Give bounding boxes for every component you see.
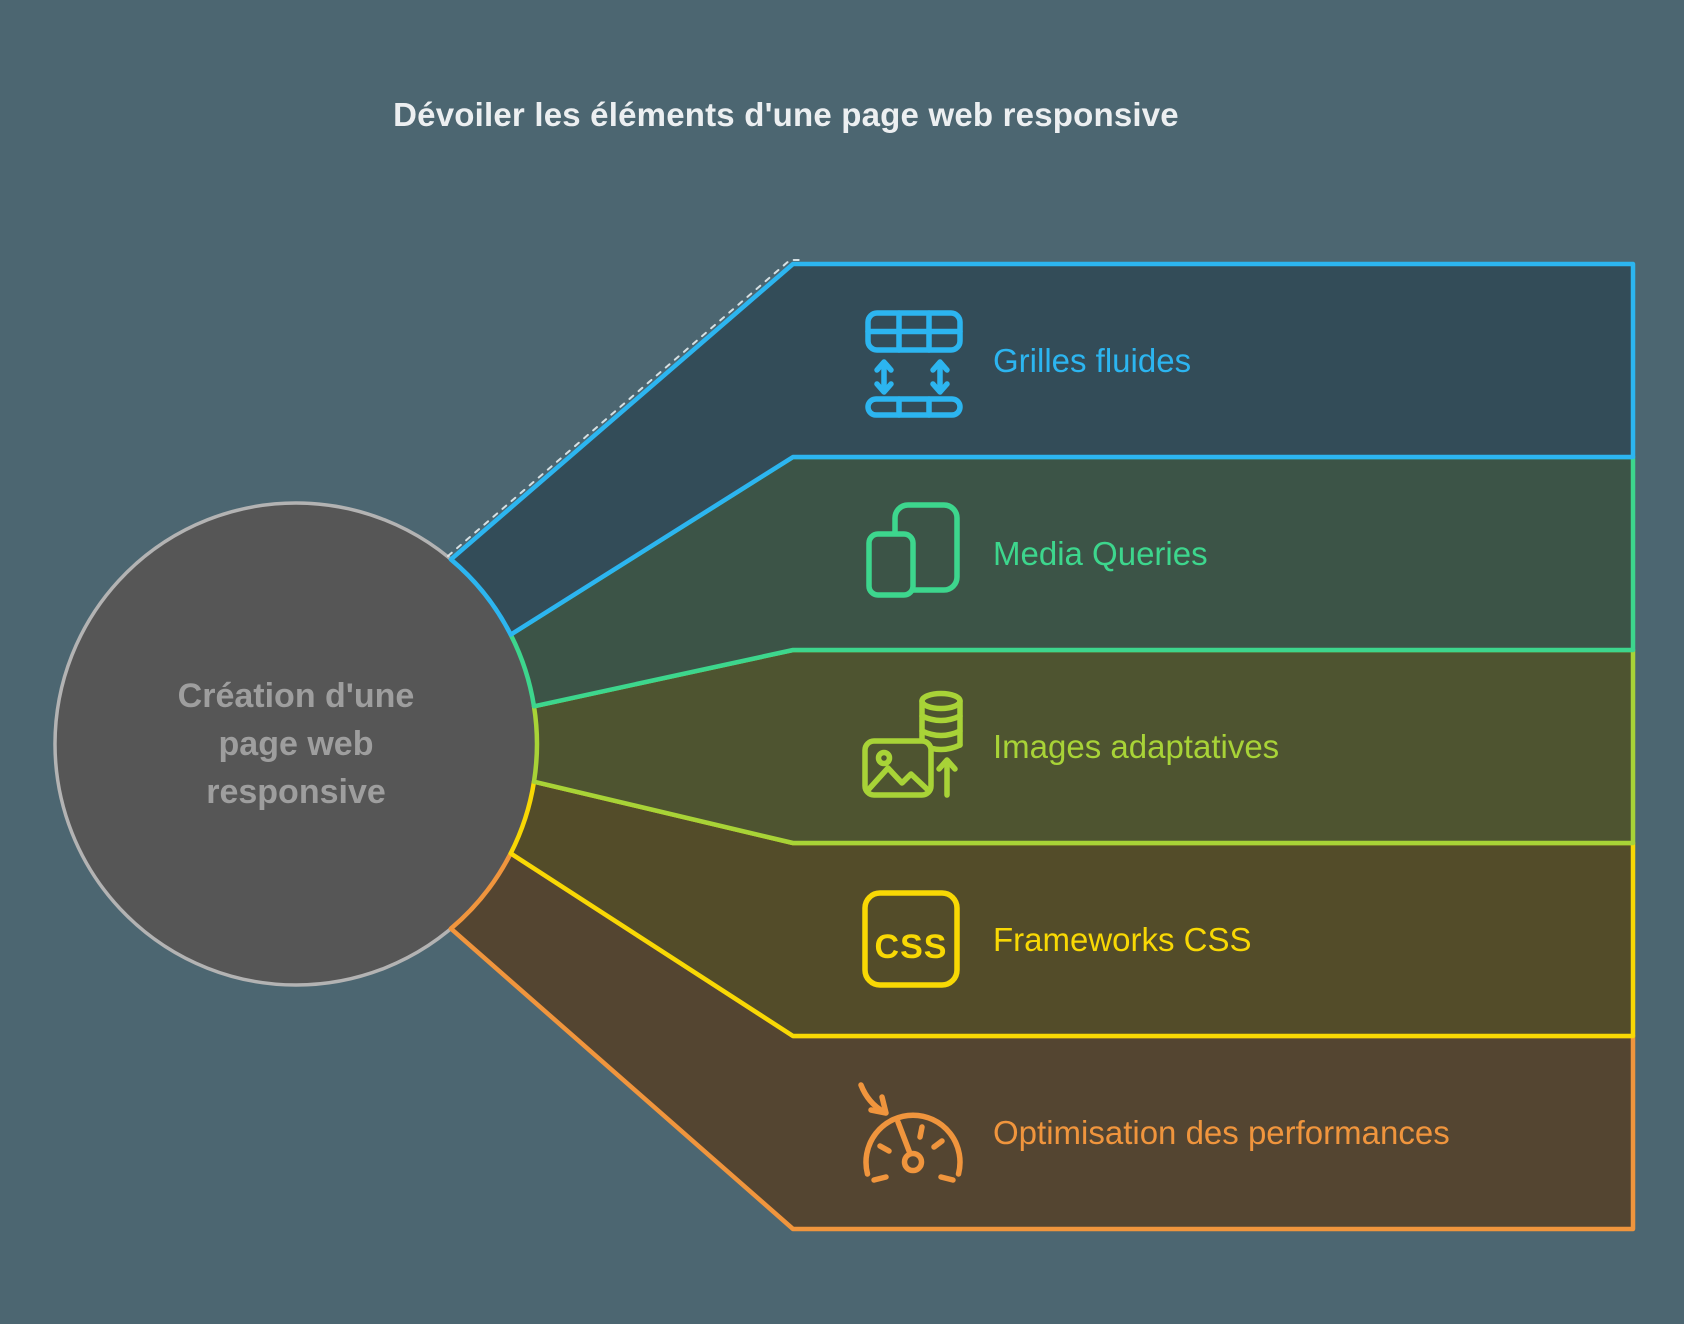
speedometer-icon xyxy=(858,1082,963,1183)
devices-icon xyxy=(866,502,960,598)
band-label-images-adaptatives: Images adaptatives xyxy=(993,728,1280,765)
css-frameworks-icon: CSS xyxy=(862,890,960,988)
fluid-grid-icon xyxy=(865,310,963,418)
hub-label-line-2: page web xyxy=(218,725,374,763)
band-shape-images-adaptatives xyxy=(531,647,1636,846)
dashed-connector xyxy=(447,259,803,557)
band-shape-optimisation xyxy=(448,851,1636,1232)
band-shape-frameworks-css xyxy=(508,779,1636,1039)
hub-label-line-3: responsive xyxy=(206,773,386,811)
page-title: Dévoiler les éléments d'une page web res… xyxy=(393,96,1179,133)
css-icon-text: CSS xyxy=(875,928,948,966)
band-shape-media-queries xyxy=(508,454,1636,709)
adaptive-images-icon xyxy=(862,690,963,798)
band-label-frameworks-css: Frameworks CSS xyxy=(993,921,1252,958)
band-label-optimisation: Optimisation des performances xyxy=(993,1114,1450,1151)
hub-label: Création d'une page web responsive xyxy=(76,672,516,816)
band-label-media-queries: Media Queries xyxy=(993,535,1208,572)
band-shape-grilles-fluides xyxy=(448,261,1636,637)
band-label-grilles-fluides: Grilles fluides xyxy=(993,342,1192,379)
hub-label-line-1: Création d'une xyxy=(177,677,415,715)
